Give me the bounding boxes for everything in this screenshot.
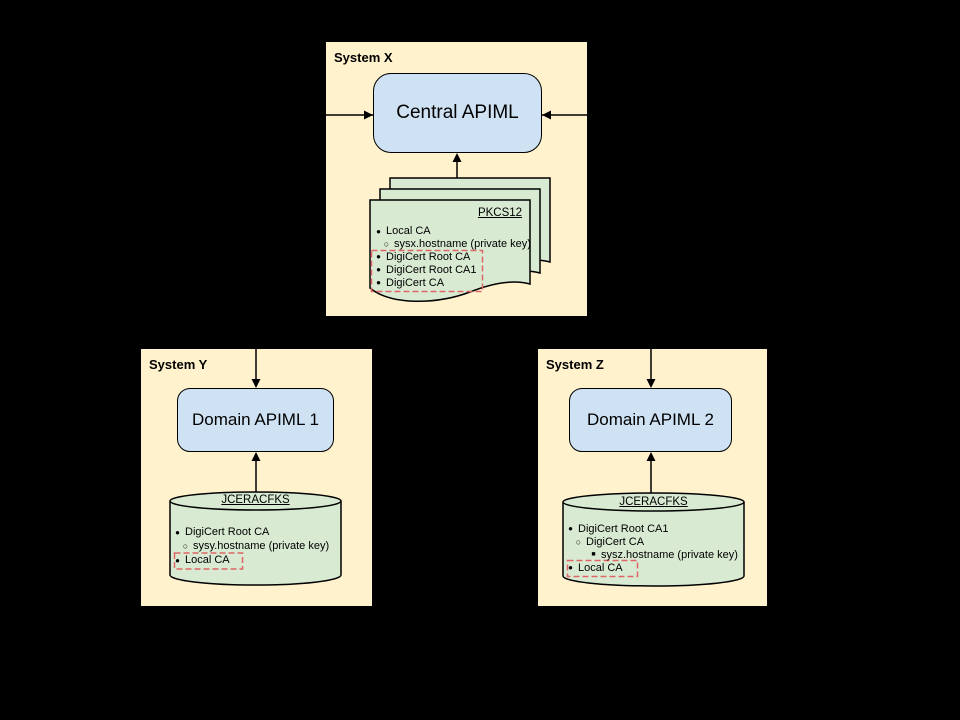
list-item: ● Local CA — [563, 561, 745, 574]
list-item: ● DigiCert Root CA — [371, 251, 531, 264]
cert-name: DigiCert Root CA1 — [386, 263, 477, 276]
bullet-disc-icon: ● — [376, 252, 381, 262]
list-item: ○ DigiCert CA — [563, 535, 745, 548]
cert-name: Local CA — [578, 561, 623, 574]
central-apiml-node: Central APIML — [373, 73, 542, 153]
list-item: ● DigiCert CA — [371, 276, 531, 289]
highlight-box-z — [566, 559, 639, 578]
cylinder-top — [562, 492, 745, 512]
domain-apiml-2-label: Domain APIML 2 — [587, 410, 714, 429]
list-item: ○ sysy.hostname (private key) — [170, 539, 342, 553]
cert-name: DigiCert Root CA — [185, 526, 270, 538]
pkcs12-cert-list: ● Local CA ○ sysx.hostname (private key)… — [371, 225, 531, 289]
jceracfks-keystore-label-y: JCERACFKS — [221, 494, 290, 506]
cert-name: sysx.hostname (private key) — [394, 238, 531, 251]
bullet-square-icon: ■ — [591, 551, 596, 558]
jceracfks-cert-list-z: ● DigiCert Root CA1 ○ DigiCert CA ■ sysz… — [563, 522, 745, 574]
arrowhead-down-icon — [646, 379, 656, 388]
cert-name: Local CA — [386, 225, 431, 238]
bullet-disc-icon: ● — [175, 555, 180, 565]
cert-name: DigiCert Root CA — [386, 250, 471, 263]
cert-name: DigiCert CA — [586, 535, 645, 548]
list-item: ● DigiCert Root CA — [170, 525, 342, 539]
arrowhead-down-icon — [251, 379, 261, 388]
cert-name: DigiCert Root CA1 — [578, 522, 669, 535]
highlight-box-y — [173, 552, 244, 570]
list-item: ● Local CA — [371, 225, 531, 238]
cylinder-body — [169, 501, 342, 586]
jceracfks-cert-list-y: ● DigiCert Root CA ○ sysy.hostname (priv… — [170, 525, 342, 567]
bullet-disc-icon: ● — [376, 265, 381, 275]
jceracfks-cylinder-y — [169, 491, 342, 586]
system-x-title: System X — [334, 50, 393, 65]
connector-central-domain2 — [542, 114, 652, 380]
connectors — [251, 110, 656, 493]
arrowhead-up-icon — [251, 452, 261, 461]
bullet-disc-icon: ● — [376, 226, 381, 236]
list-item: ● DigiCert Root CA1 — [563, 522, 745, 535]
pkcs12-document-stack — [369, 177, 551, 302]
domain-apiml-1-label: Domain APIML 1 — [192, 410, 319, 429]
cert-name: sysy.hostname (private key) — [193, 540, 330, 552]
arrowhead-left-icon — [542, 110, 551, 120]
bullet-disc-icon: ● — [568, 524, 573, 533]
arrowhead-up-icon — [452, 153, 462, 162]
cert-name: sysz.hostname (private key) — [601, 548, 738, 561]
arrowhead-up-icon — [646, 452, 656, 461]
system-z-title: System Z — [546, 357, 604, 372]
bullet-disc-icon: ● — [175, 527, 180, 537]
cylinder-body — [562, 502, 745, 587]
jceracfks-keystore-label-z: JCERACFKS — [619, 496, 688, 508]
bullet-circle-icon: ○ — [383, 239, 390, 250]
cert-name: DigiCert CA — [386, 276, 445, 289]
system-y-title: System Y — [149, 357, 208, 372]
bullet-circle-icon: ○ — [182, 541, 189, 551]
list-item: ○ sysx.hostname (private key) — [371, 238, 531, 251]
pkcs12-keystore-label: PKCS12 — [477, 207, 523, 219]
arrowhead-right-icon — [364, 110, 373, 120]
domain-apiml-1-node: Domain APIML 1 — [177, 388, 334, 452]
list-item: ■ sysz.hostname (private key) — [563, 548, 745, 561]
bullet-disc-icon: ● — [568, 563, 573, 572]
cert-name: Local CA — [185, 554, 230, 566]
central-apiml-label: Central APIML — [396, 102, 519, 123]
bullet-disc-icon: ● — [376, 278, 381, 288]
connector-central-domain1 — [255, 114, 373, 380]
highlight-box-x — [370, 249, 484, 293]
list-item: ● Local CA — [170, 553, 342, 567]
bullet-circle-icon: ○ — [575, 536, 582, 547]
jceracfks-cylinder-z — [562, 492, 745, 587]
list-item: ● DigiCert Root CA1 — [371, 263, 531, 276]
domain-apiml-2-node: Domain APIML 2 — [569, 388, 732, 452]
